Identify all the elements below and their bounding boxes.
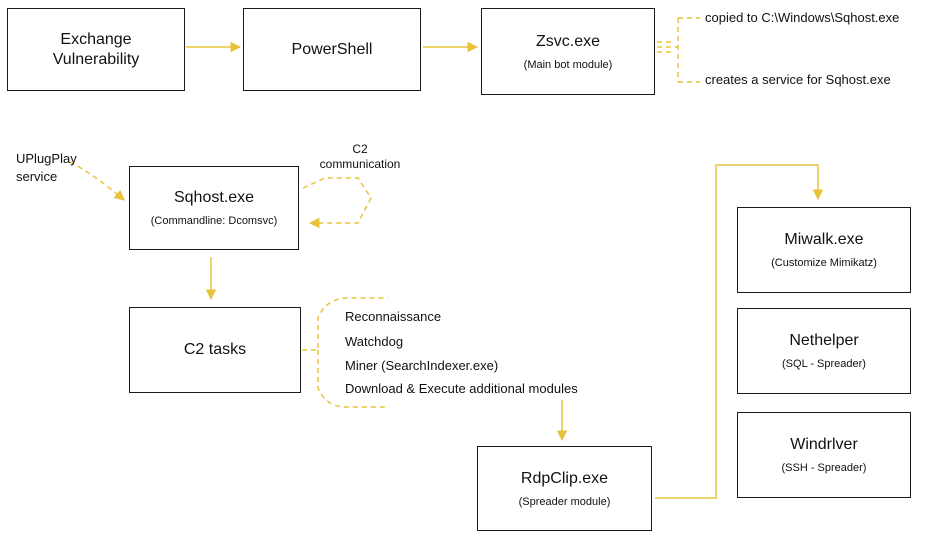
loop-c2-communication <box>302 177 372 229</box>
label-creates-service: creates a service for Sqhost.exe <box>705 72 891 87</box>
label-c2-communication-line1: C2 <box>352 142 368 156</box>
box-windriver-subtitle: (SSH - Spreader) <box>781 462 867 474</box>
c2-task-item: Miner (SearchIndexer.exe) <box>345 358 499 373</box>
box-zsvc-subtitle: (Main bot module) <box>523 58 613 71</box>
box-nethelper: Nethelper (SQL - Spreader) <box>737 308 911 394</box>
bracket-c2-tasks <box>302 297 388 408</box>
box-c2-tasks-title: C2 tasks <box>183 341 247 358</box>
box-windriver-title: Windrlver <box>790 436 858 453</box>
box-exchange-title-line2: Vulnerability <box>52 50 140 68</box>
arrow-uplugplay-to-sqhost <box>69 161 125 201</box>
c2-task-item: Download & Execute additional modules <box>345 381 578 396</box>
box-nethelper-subtitle: (SQL - Spreader) <box>782 358 866 370</box>
box-miwalk-title: Miwalk.exe <box>784 231 864 248</box>
label-copied: copied to C:\Windows\Sqhost.exe <box>705 10 900 25</box>
arrow-rdpclip-to-spreaders <box>655 164 824 499</box>
box-sqhost: Sqhost.exe (Commandline: Dcomsvc) <box>129 166 299 250</box>
c2-task-item: Watchdog <box>345 334 404 349</box>
box-windriver: Windrlver (SSH - Spreader) <box>737 412 911 498</box>
box-sqhost-title: Sqhost.exe <box>173 189 255 206</box>
box-zsvc-title: Zsvc.exe <box>535 32 600 50</box>
box-exchange-vulnerability: Exchange Vulnerability <box>7 8 185 91</box>
box-miwalk: Miwalk.exe (Customize Mimikatz) <box>737 207 911 293</box>
box-powershell-title: PowerShell <box>291 40 373 58</box>
box-exchange-title-line1: Exchange <box>60 30 132 48</box>
box-nethelper-title: Nethelper <box>789 332 859 349</box>
box-zsvc: Zsvc.exe (Main bot module) <box>481 8 655 95</box>
box-c2-tasks: C2 tasks <box>129 307 301 393</box>
box-rdpclip: RdpClip.exe (Spreader module) <box>477 446 652 531</box>
c2-task-item: Reconnaissance <box>345 309 442 324</box>
label-uplugplay-line2: service <box>16 169 58 184</box>
box-rdpclip-subtitle: (Spreader module) <box>518 495 611 508</box>
label-uplugplay-line1: UPlugPlay <box>16 151 77 166</box>
box-powershell: PowerShell <box>243 8 421 91</box>
box-miwalk-subtitle: (Customize Mimikatz) <box>771 257 877 269</box>
box-sqhost-subtitle: (Commandline: Dcomsvc) <box>150 215 278 227</box>
box-rdpclip-title: RdpClip.exe <box>520 469 609 487</box>
label-c2-communication-line2: communication <box>319 157 401 171</box>
